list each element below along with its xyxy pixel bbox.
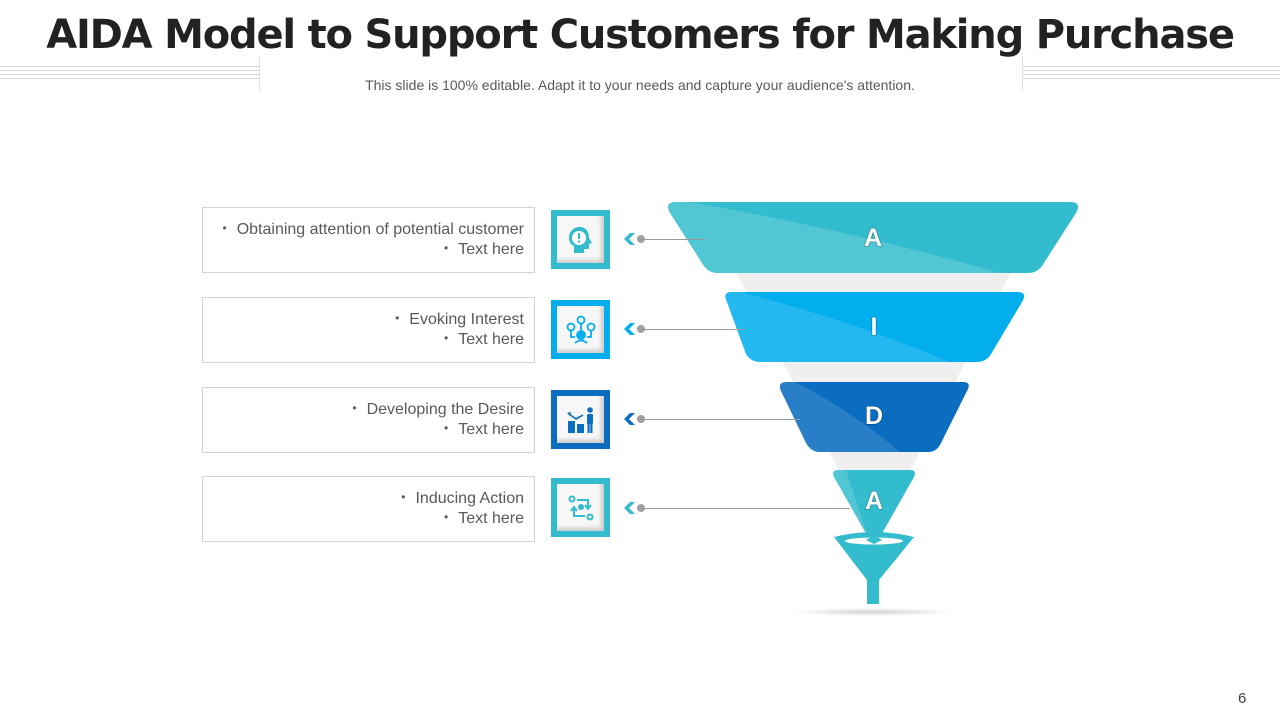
connector-line <box>641 329 745 330</box>
stage-icon-frame-interest[interactable] <box>551 300 610 359</box>
connector-line <box>641 239 705 240</box>
stage-description: •Inducing Action <box>401 490 524 507</box>
funnel-letter-desire: D <box>865 402 883 430</box>
slide-title: AIDA Model to Support Customers for Maki… <box>46 12 1235 58</box>
bullet-icon: • <box>222 221 227 235</box>
bullet-icon: • <box>443 331 449 345</box>
stage-placeholder-text: •Text here <box>443 510 524 527</box>
page-number: 6 <box>1238 690 1247 707</box>
stage-icon-frame-desire[interactable] <box>551 390 610 449</box>
divider-right <box>1022 56 1023 92</box>
process-cycle-icon <box>568 495 593 520</box>
divider-left <box>259 56 260 92</box>
stage-textbox-attention[interactable]: •Obtaining attention of potential custom… <box>202 207 535 273</box>
stage-textbox-interest[interactable]: •Evoking Interest •Text here <box>202 297 535 363</box>
chevron-left-icon <box>624 502 635 514</box>
stage-placeholder-text: •Text here <box>443 421 524 438</box>
stage-icon-frame-action[interactable] <box>551 478 610 537</box>
stage-textbox-desire[interactable]: •Developing the Desire •Text here <box>202 387 535 453</box>
funnel-layer-action[interactable]: A <box>833 470 915 541</box>
bullet-icon: • <box>395 311 400 325</box>
growth-chart-person-icon <box>566 406 593 433</box>
funnel-layer-interest[interactable]: I <box>725 292 1025 362</box>
funnel-layer-highlight <box>779 382 900 452</box>
bullet-icon: • <box>401 490 406 504</box>
connector-line <box>641 419 800 420</box>
funnel-layer-desire[interactable]: D <box>779 382 969 452</box>
funnel-layer-attention[interactable]: A <box>668 202 1078 273</box>
people-network-icon <box>566 315 595 344</box>
bullet-icon: • <box>352 401 357 415</box>
connector-line <box>641 508 850 509</box>
head-exclamation-icon <box>568 226 592 253</box>
stage-icon-frame-attention[interactable] <box>551 210 610 269</box>
funnel-layer-highlight <box>725 292 950 362</box>
bullet-icon: • <box>443 510 449 524</box>
funnel-layer-highlight <box>668 202 1000 273</box>
title-rule-right <box>1022 66 1280 79</box>
funnel-icon <box>834 532 914 604</box>
stage-description: •Evoking Interest <box>395 311 524 328</box>
funnel-layer-highlight <box>833 470 868 537</box>
stage-placeholder-text: •Text here <box>443 331 524 348</box>
bullet-icon: • <box>443 421 449 435</box>
stage-description: •Obtaining attention of potential custom… <box>222 221 525 238</box>
stage-description: •Developing the Desire <box>352 401 524 418</box>
stage-placeholder-text: •Text here <box>443 241 524 258</box>
slide-subtitle: This slide is 100% editable. Adapt it to… <box>365 77 915 93</box>
chevron-left-icon <box>624 413 635 425</box>
funnel-letter-interest: I <box>871 313 878 341</box>
funnel-letter-action: A <box>865 487 883 515</box>
bullet-icon: • <box>443 241 449 255</box>
stage-textbox-action[interactable]: •Inducing Action •Text here <box>202 476 535 542</box>
funnel-letter-attention: A <box>864 224 882 252</box>
chevron-left-icon <box>624 323 635 335</box>
title-rule-left <box>0 66 259 79</box>
funnel-shadow <box>791 608 955 616</box>
chevron-left-icon <box>624 233 635 245</box>
